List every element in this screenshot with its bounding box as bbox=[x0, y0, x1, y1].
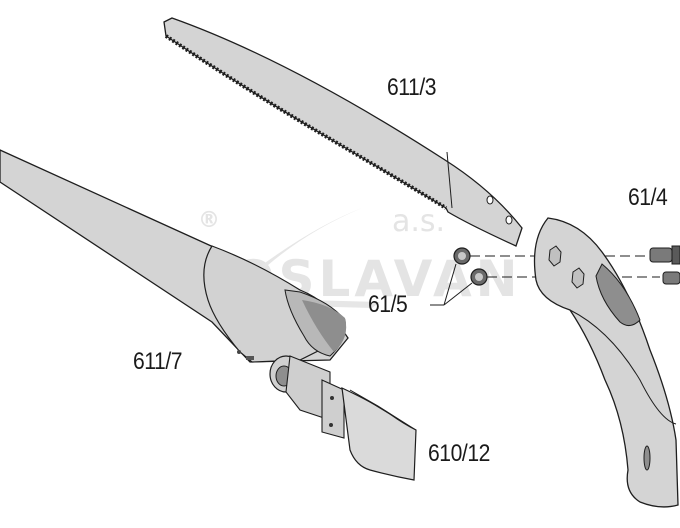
part-label-61-5: 61/5 bbox=[368, 291, 408, 318]
part-label-611-7: 611/7 bbox=[133, 348, 183, 375]
saw-blade-part bbox=[163, 17, 523, 247]
scabbard-part bbox=[0, 149, 349, 439]
handle-part bbox=[533, 217, 679, 508]
part-label-61-4: 61/4 bbox=[628, 184, 668, 211]
watermark-registered-mark: ® bbox=[198, 208, 220, 233]
screws-part bbox=[649, 245, 680, 285]
belt-loop-part bbox=[341, 386, 417, 481]
watermark-suffix: a.s. bbox=[392, 204, 446, 239]
part-label-611-3: 611/3 bbox=[387, 74, 437, 101]
nuts-part bbox=[430, 247, 488, 306]
part-label-610-12: 610/12 bbox=[428, 440, 490, 467]
